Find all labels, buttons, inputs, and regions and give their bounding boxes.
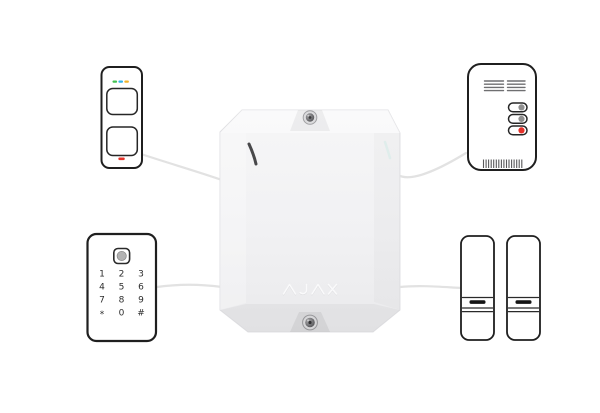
keypad: 1 2 3 4 5 6 7 8 9 * 0 # (86, 232, 158, 343)
keypad-key-star: * (100, 310, 105, 320)
keypad-key-6: 6 (138, 283, 144, 293)
keypad-key-1: 1 (99, 270, 105, 280)
gas-detector (467, 63, 537, 171)
hub-multitransmitter (219, 109, 401, 333)
keypad-key-0: 0 (119, 309, 125, 319)
indicator-dot-2 (518, 115, 525, 122)
motion-detector (100, 66, 143, 169)
status-led-blue (118, 80, 123, 83)
connection-wires (139, 151, 468, 290)
pir-lens-lower (106, 126, 139, 157)
hub-left-facet (220, 133, 246, 310)
hub-highlight-slash (383, 140, 392, 160)
keypad-keys: 1 2 3 4 5 6 7 8 9 * 0 # (99, 270, 145, 321)
indicator-pills (507, 102, 528, 136)
keypad-key-2: 2 (119, 270, 125, 280)
wire-motion-detector-to-hub (139, 152, 224, 182)
indicator-dot-red (518, 127, 525, 134)
hub-right-facet (374, 133, 400, 310)
hub-bottom-screw (302, 314, 318, 331)
hub-led-slash (247, 142, 258, 166)
alarm-led (118, 157, 125, 161)
hub-enclosure (219, 109, 401, 333)
keypad-key-9: 9 (138, 296, 144, 306)
wire-hub-to-door-sensors (398, 285, 464, 290)
wire-keypad-to-hub (155, 283, 224, 289)
door-sensor-1-led (469, 300, 486, 304)
wire-hub-to-gas-detector (396, 151, 468, 179)
motion-detector-status-leds (112, 80, 129, 83)
door-sensor-2-led (515, 300, 532, 304)
door-sensor-2-body (506, 235, 541, 341)
indicator-dot-1 (518, 104, 525, 111)
keypad-key-5: 5 (119, 283, 125, 293)
door-sensor-1-body (460, 235, 495, 341)
keypad-key-8: 8 (119, 296, 125, 306)
hub-top-screw (302, 110, 318, 125)
status-led-orange (124, 80, 129, 83)
door-sensor-1 (460, 235, 495, 341)
keypad-key-hash: # (137, 309, 145, 319)
keypad-key-3: 3 (138, 270, 144, 280)
keypad-key-4: 4 (99, 283, 105, 293)
pir-lens-upper (106, 87, 139, 116)
bottom-grille (482, 159, 523, 168)
keypad-body (86, 232, 158, 343)
keypad-function-button (113, 247, 131, 265)
status-led-green (112, 80, 118, 83)
keypad-key-7: 7 (99, 296, 105, 306)
door-sensor-2 (506, 235, 541, 341)
keypad-button-dot (116, 250, 127, 261)
vent-grille (483, 80, 526, 92)
